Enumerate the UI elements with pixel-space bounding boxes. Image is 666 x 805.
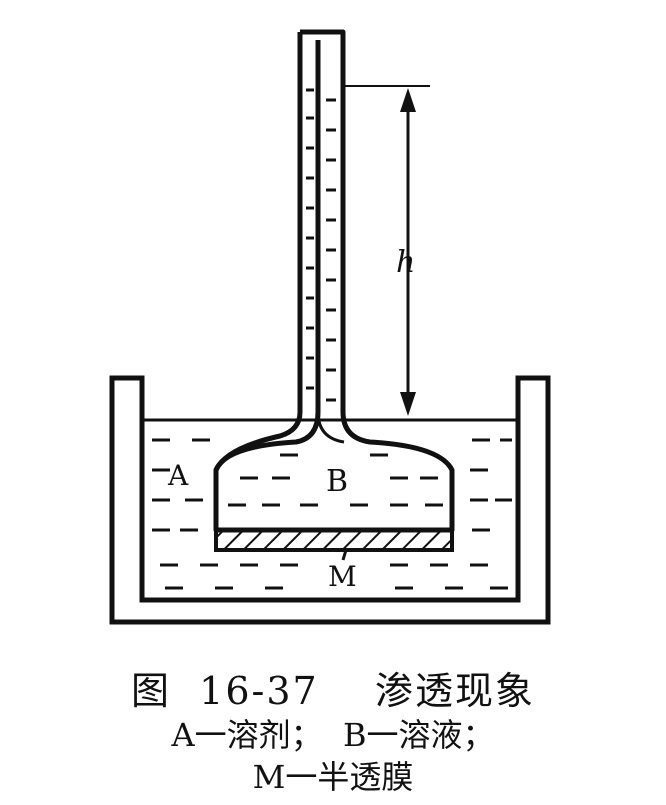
label-m: M <box>328 560 357 593</box>
height-arrow-up-icon <box>400 88 416 112</box>
legend-line-1: A一溶剂； B一溶液； <box>171 716 495 754</box>
membrane-pointer <box>341 549 348 561</box>
tube-liquid-dashes <box>306 88 336 402</box>
solvent-dashes <box>152 438 512 590</box>
figure-caption: 图 16-37 渗透现象 <box>130 669 536 713</box>
label-b: B <box>326 464 348 499</box>
legend-line-2: M一半透膜 <box>252 758 414 796</box>
label-h: h <box>396 245 415 280</box>
height-arrow-down-icon <box>400 392 416 416</box>
semipermeable-membrane <box>214 528 454 552</box>
label-a: A <box>167 459 189 492</box>
solution-dashes <box>228 453 443 507</box>
